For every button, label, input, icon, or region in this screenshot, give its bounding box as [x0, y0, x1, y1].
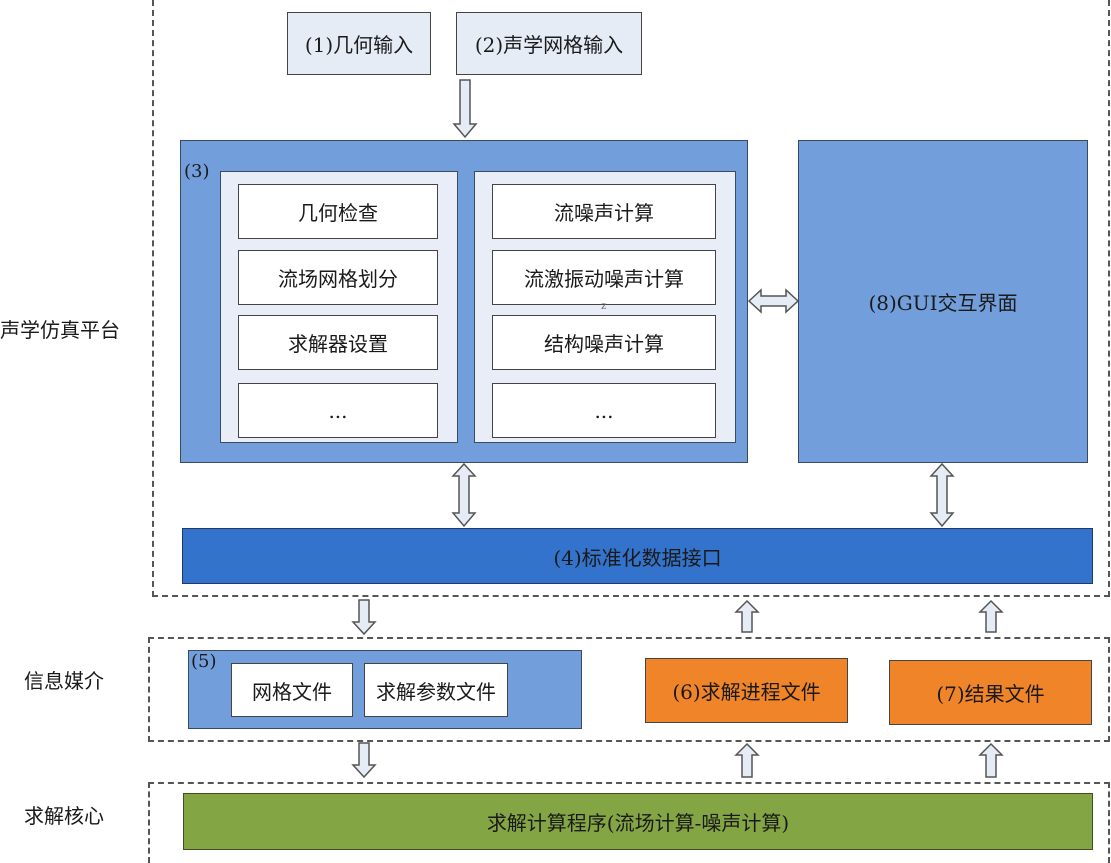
process-file-label: (6)求解进程文件: [672, 680, 821, 704]
down-arrow-inputs-to-module3: [452, 79, 478, 139]
solver-params-file-box: 求解参数文件: [364, 663, 508, 717]
medium-layer-container: [148, 637, 1110, 742]
arrow-shape: [978, 599, 1004, 633]
solver-params-file-label: 求解参数文件: [376, 679, 496, 704]
left-item-label: 流场网格划分: [278, 267, 398, 291]
stray-mark: z: [601, 301, 607, 312]
layer-label-core: 求解核心: [24, 804, 104, 828]
left-item-0: 几何检查: [238, 184, 438, 239]
arrow-shape: [452, 79, 478, 139]
core-layer-container: [148, 782, 1110, 863]
arrow-shape: [351, 599, 377, 636]
arrow-shape: [734, 742, 760, 778]
right-item-label: ...: [594, 398, 614, 423]
double-arrow-module3-gui: [747, 288, 800, 314]
left-item-label: 几何检查: [298, 201, 378, 225]
arrow-shape: [978, 742, 1004, 778]
gui-label: (8)GUI交互界面: [868, 291, 1018, 315]
process-file-box: (6)求解进程文件: [645, 658, 848, 723]
layer-label-medium: 信息媒介: [24, 669, 104, 693]
platform-layer-container: [152, 0, 1110, 597]
right-item-0: 流噪声计算: [492, 184, 716, 239]
left-item-1: 流场网格划分: [238, 250, 438, 305]
down-arrow-interface-to-medium: [351, 599, 377, 636]
result-file-label: (7)结果文件: [936, 682, 1045, 706]
solver-program-label: 求解计算程序(流场计算-噪声计算): [486, 811, 790, 835]
arrow-shape: [351, 742, 377, 779]
arrow-shape: [451, 462, 477, 528]
right-item-1: 流激振动噪声计算: [492, 250, 716, 305]
left-item-label: ...: [328, 398, 348, 423]
mesh-file-box: 网格文件: [231, 663, 353, 717]
gui-box: (8)GUI交互界面: [798, 140, 1088, 463]
acoustic-mesh-input-label: (2)声学网格输入: [474, 33, 624, 57]
mesh-file-label: 网格文件: [252, 679, 332, 704]
right-item-label: 结构噪声计算: [544, 332, 664, 356]
left-item-label: 求解器设置: [288, 332, 388, 356]
right-item-label: 流噪声计算: [554, 201, 654, 225]
up-arrow-result-to-interface: [978, 599, 1004, 633]
solver-program-bar: 求解计算程序(流场计算-噪声计算): [183, 793, 1093, 850]
acoustic-mesh-input-box: (2)声学网格输入: [456, 12, 642, 75]
double-arrow-module3-interface: [451, 462, 477, 528]
result-file-box: (7)结果文件: [889, 660, 1092, 725]
left-item-2: 求解器设置: [238, 315, 438, 370]
up-arrow-core-to-process: [734, 742, 760, 778]
right-item-3: ...: [492, 383, 716, 438]
up-arrow-process-to-interface: [734, 599, 760, 633]
up-arrow-core-to-result: [978, 742, 1004, 778]
down-arrow-medium-to-core: [351, 742, 377, 779]
module5-tag: (5): [191, 651, 217, 672]
double-arrow-gui-interface: [929, 462, 955, 528]
arrow-shape: [734, 599, 760, 633]
data-interface-bar: (4)标准化数据接口: [182, 528, 1093, 584]
arrow-shape: [929, 462, 955, 528]
layer-label-platform: 声学仿真平台: [0, 318, 120, 342]
geometry-input-label: (1)几何输入: [304, 33, 414, 57]
module3-tag: (3): [184, 161, 210, 182]
right-item-label: 流激振动噪声计算: [524, 267, 684, 291]
data-interface-label: (4)标准化数据接口: [553, 545, 722, 570]
geometry-input-box: (1)几何输入: [287, 12, 431, 75]
left-item-3: ...: [238, 383, 438, 438]
arrow-shape: [747, 288, 800, 314]
right-item-2: 结构噪声计算: [492, 315, 716, 370]
